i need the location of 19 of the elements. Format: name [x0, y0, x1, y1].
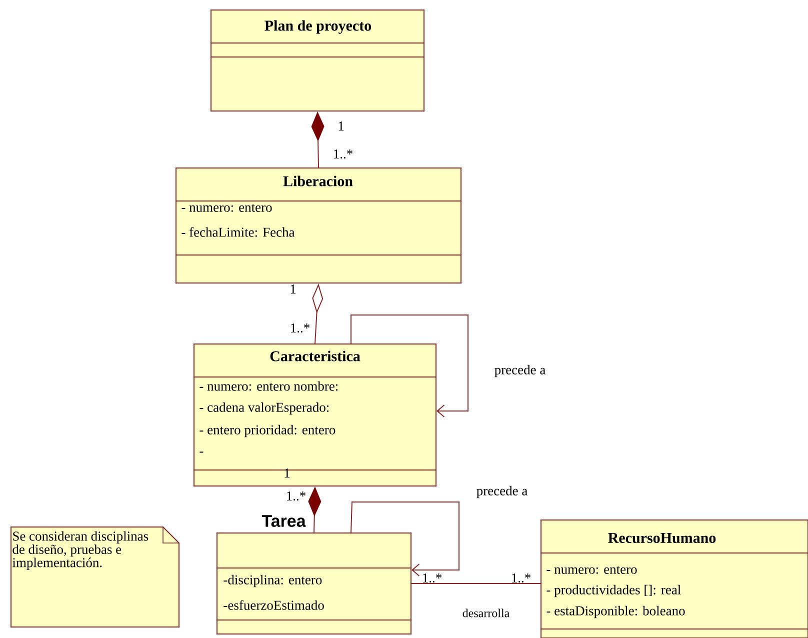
note: Se consideran disciplinas de diseño, pruebas e implementación.	[10, 526, 180, 628]
multiplicity: 1..*	[512, 573, 530, 583]
class-box: RecursoHumano - numero: entero - productividades []: real - estaDisponible: boleano	[540, 520, 808, 638]
class-box: Tarea -disciplina: entero -esfuerzoEstimado	[216, 515, 412, 634]
class-box: Liberacion - numero: entero - fechaLimite: Fecha	[176, 168, 462, 284]
self-loop-arrow	[350, 502, 460, 576]
node-label: Tarea	[262, 515, 306, 527]
multiplicity: 1..*	[287, 491, 306, 501]
multiplicity: 1	[338, 122, 344, 130]
association-line	[411, 583, 541, 584]
self-loop-arrow	[350, 314, 468, 418]
edge-label: precede a	[476, 486, 528, 498]
multiplicity: 1..*	[334, 149, 352, 159]
multiplicity: 1	[284, 468, 290, 478]
multiplicity: 1..*	[291, 323, 310, 333]
multiplicity: 1..*	[423, 573, 442, 583]
class-box: Plan de proyecto	[210, 10, 424, 112]
edge-label: desarrolla	[462, 608, 510, 618]
edge-label: precede a	[494, 364, 546, 378]
